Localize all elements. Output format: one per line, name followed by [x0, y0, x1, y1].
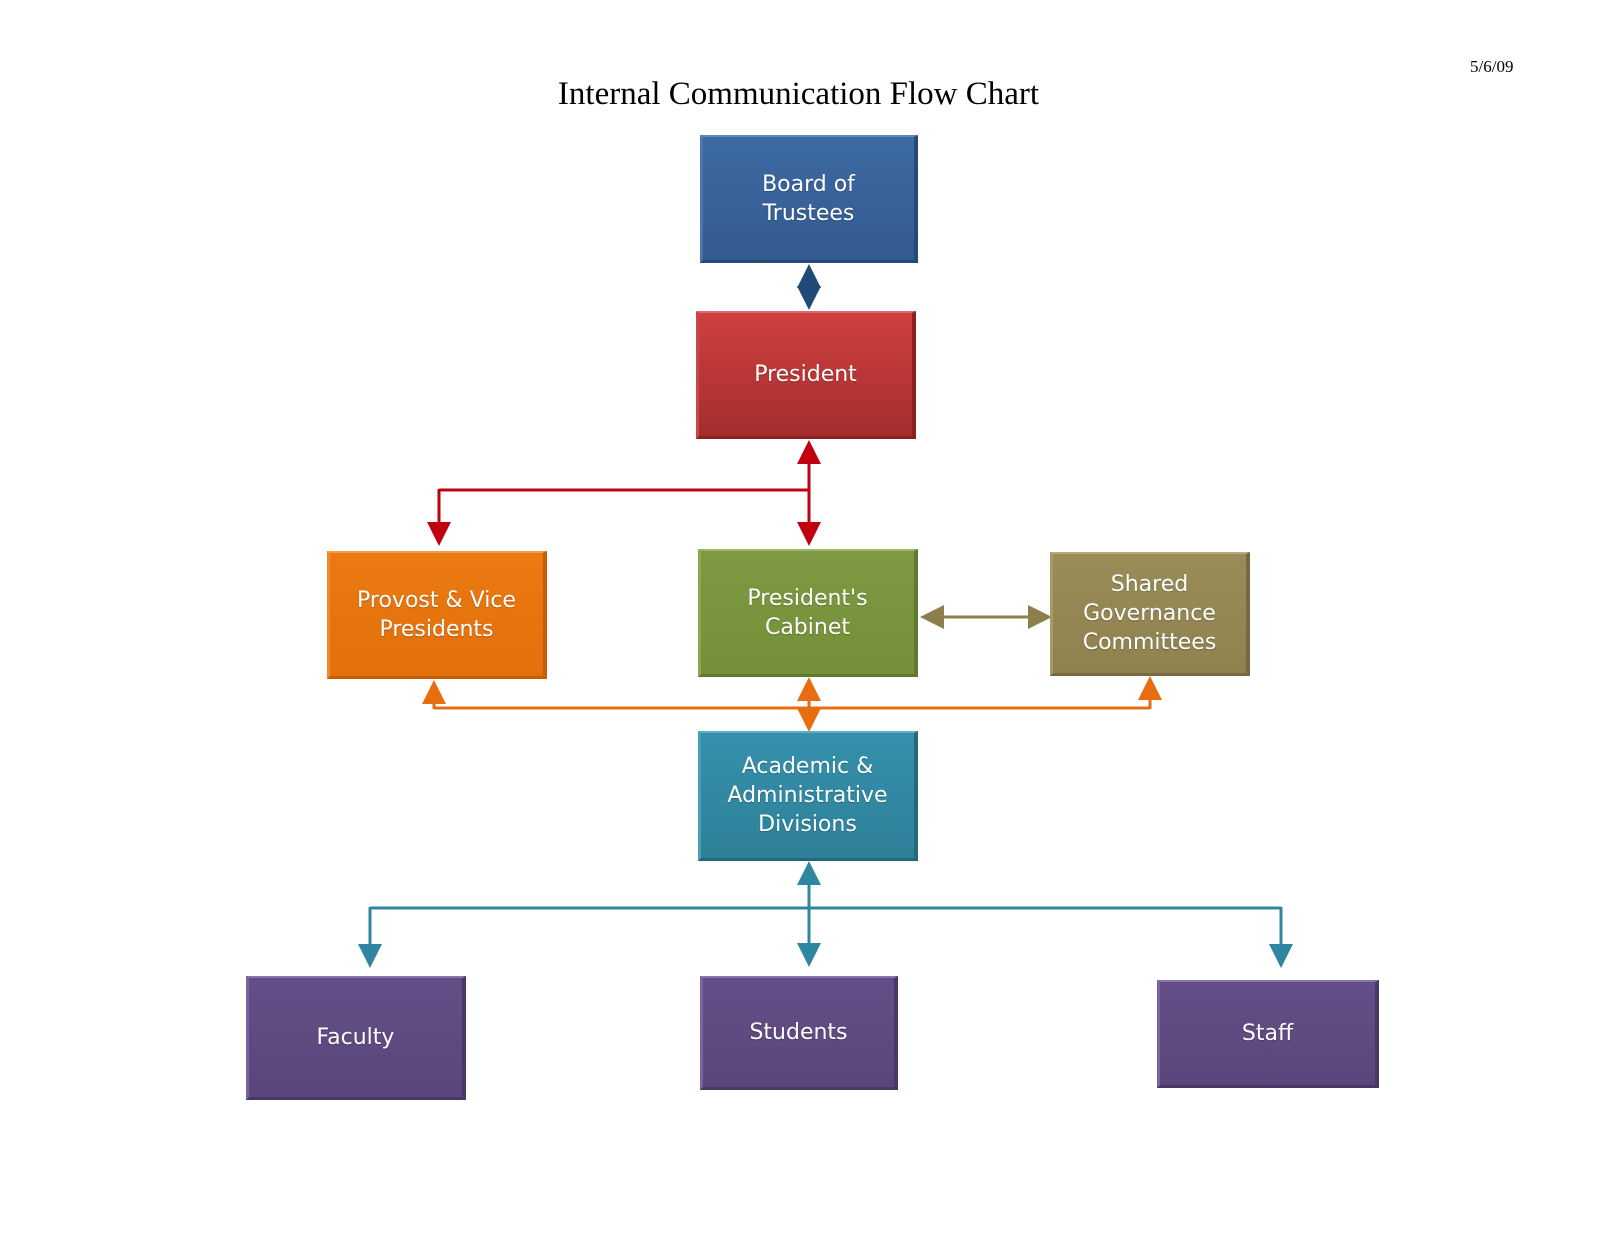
node-students: Students — [700, 976, 898, 1090]
node-label: President's Cabinet — [747, 585, 868, 640]
node-label: Staff — [1241, 1021, 1294, 1046]
node-academic-divisions: Academic & Administrative Divisions — [698, 731, 918, 861]
node-presidents-cabinet: President's Cabinet — [698, 549, 918, 677]
node-label: Academic & Administrative Divisions — [727, 754, 888, 837]
node-label: Shared Governance Committees — [1082, 572, 1217, 655]
node-shared-governance: Shared Governance Committees — [1050, 552, 1250, 676]
date-stamp: 5/6/09 — [1470, 57, 1514, 76]
node-board-of-trustees: Board of Trustees — [700, 135, 918, 263]
node-staff: Staff — [1157, 980, 1379, 1088]
node-label: Students — [749, 1020, 848, 1045]
node-provost-vice-presidents: Provost & Vice Presidents — [327, 551, 547, 679]
node-president: President — [696, 311, 916, 439]
node-label: Board of Trustees — [762, 171, 855, 226]
node-label: President — [754, 362, 857, 387]
node-label: Provost & Vice Presidents — [357, 587, 516, 642]
node-label: Faculty — [316, 1025, 395, 1050]
chart-title: Internal Communication Flow Chart — [557, 76, 1040, 112]
node-faculty: Faculty — [246, 976, 466, 1100]
